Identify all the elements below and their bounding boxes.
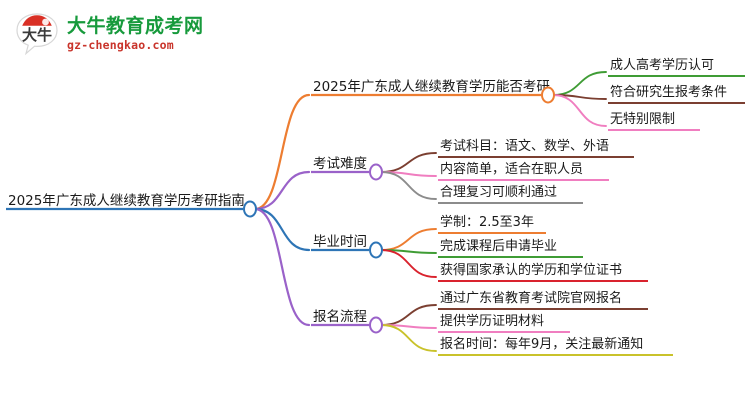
- mindmap-root-node[interactable]: [243, 200, 257, 218]
- mindmap-branch-node-4[interactable]: [369, 316, 383, 334]
- edge-branch-4-to-leaf-3: [380, 324, 437, 352]
- mindmap-leaf-label-3-2[interactable]: 完成课程后申请毕业: [440, 239, 557, 254]
- edge-root-to-branch-2: [253, 170, 311, 211]
- mindmap-leaf-label-2-2[interactable]: 内容简单，适合在职人员: [440, 161, 583, 177]
- mindmap-leaf-label-4-2[interactable]: 提供学历证明材料: [440, 313, 544, 329]
- site-logo: 大牛 大牛教育成考网 gz-chengkao.com: [14, 8, 204, 60]
- mindmap-root-label[interactable]: 2025年广东成人继续教育学历考研指南: [8, 193, 245, 209]
- edge-branch-1-to-leaf-3: [552, 94, 607, 127]
- mindmap-branch-node-1[interactable]: [541, 86, 555, 104]
- mindmap-leaf-label-3-3[interactable]: 获得国家承认的学历和学位证书: [440, 262, 622, 278]
- mindmap-leaf-label-2-3[interactable]: 合理复习可顺利通过: [440, 185, 557, 200]
- mindmap-branch-label-1[interactable]: 2025年广东成人继续教育学历能否考研: [313, 79, 550, 95]
- svg-text:大牛: 大牛: [22, 26, 52, 44]
- mindmap-leaf-label-4-1[interactable]: 通过广东省教育考试院官网报名: [440, 290, 622, 306]
- edge-branch-3-to-leaf-3: [380, 249, 437, 278]
- mindmap-leaf-label-1-2[interactable]: 符合研究生报考条件: [610, 84, 727, 100]
- speech-bubble-logo-icon: 大牛: [14, 11, 60, 57]
- edge-branch-2-to-leaf-3: [380, 171, 437, 200]
- mindmap-branch-node-3[interactable]: [369, 241, 383, 259]
- mindmap-leaf-label-1-3[interactable]: 无特别限制: [610, 112, 675, 127]
- edge-branch-4-to-leaf-1: [380, 304, 437, 326]
- mindmap-branch-label-4[interactable]: 报名流程: [313, 309, 367, 325]
- logo-text-block: 大牛教育成考网 gz-chengkao.com: [67, 15, 204, 52]
- logo-domain: gz-chengkao.com: [67, 37, 174, 52]
- mindmap-leaf-label-1-1[interactable]: 成人高考学历认可: [610, 57, 714, 73]
- mindmap-leaf-label-4-3[interactable]: 报名时间：每年9月，关注最新通知: [440, 336, 643, 352]
- edge-branch-1-to-leaf-1: [552, 71, 607, 96]
- edge-branch-3-to-leaf-1: [380, 228, 437, 251]
- edge-branch-2-to-leaf-1: [380, 152, 437, 173]
- mindmap-branch-node-2[interactable]: [369, 163, 383, 181]
- mindmap-leaf-label-2-1[interactable]: 考试科目：语文、数学、外语: [440, 138, 609, 154]
- logo-title: 大牛教育成考网: [67, 15, 204, 37]
- edge-root-to-branch-1: [253, 93, 311, 211]
- edge-root-to-branch-4: [253, 207, 311, 327]
- mindmap-leaf-label-3-1[interactable]: 学制：2.5至3年: [440, 214, 534, 230]
- mindmap-branch-label-2[interactable]: 考试难度: [313, 156, 367, 172]
- mindmap-branch-label-3[interactable]: 毕业时间: [313, 234, 367, 250]
- edge-root-to-branch-3: [253, 207, 311, 252]
